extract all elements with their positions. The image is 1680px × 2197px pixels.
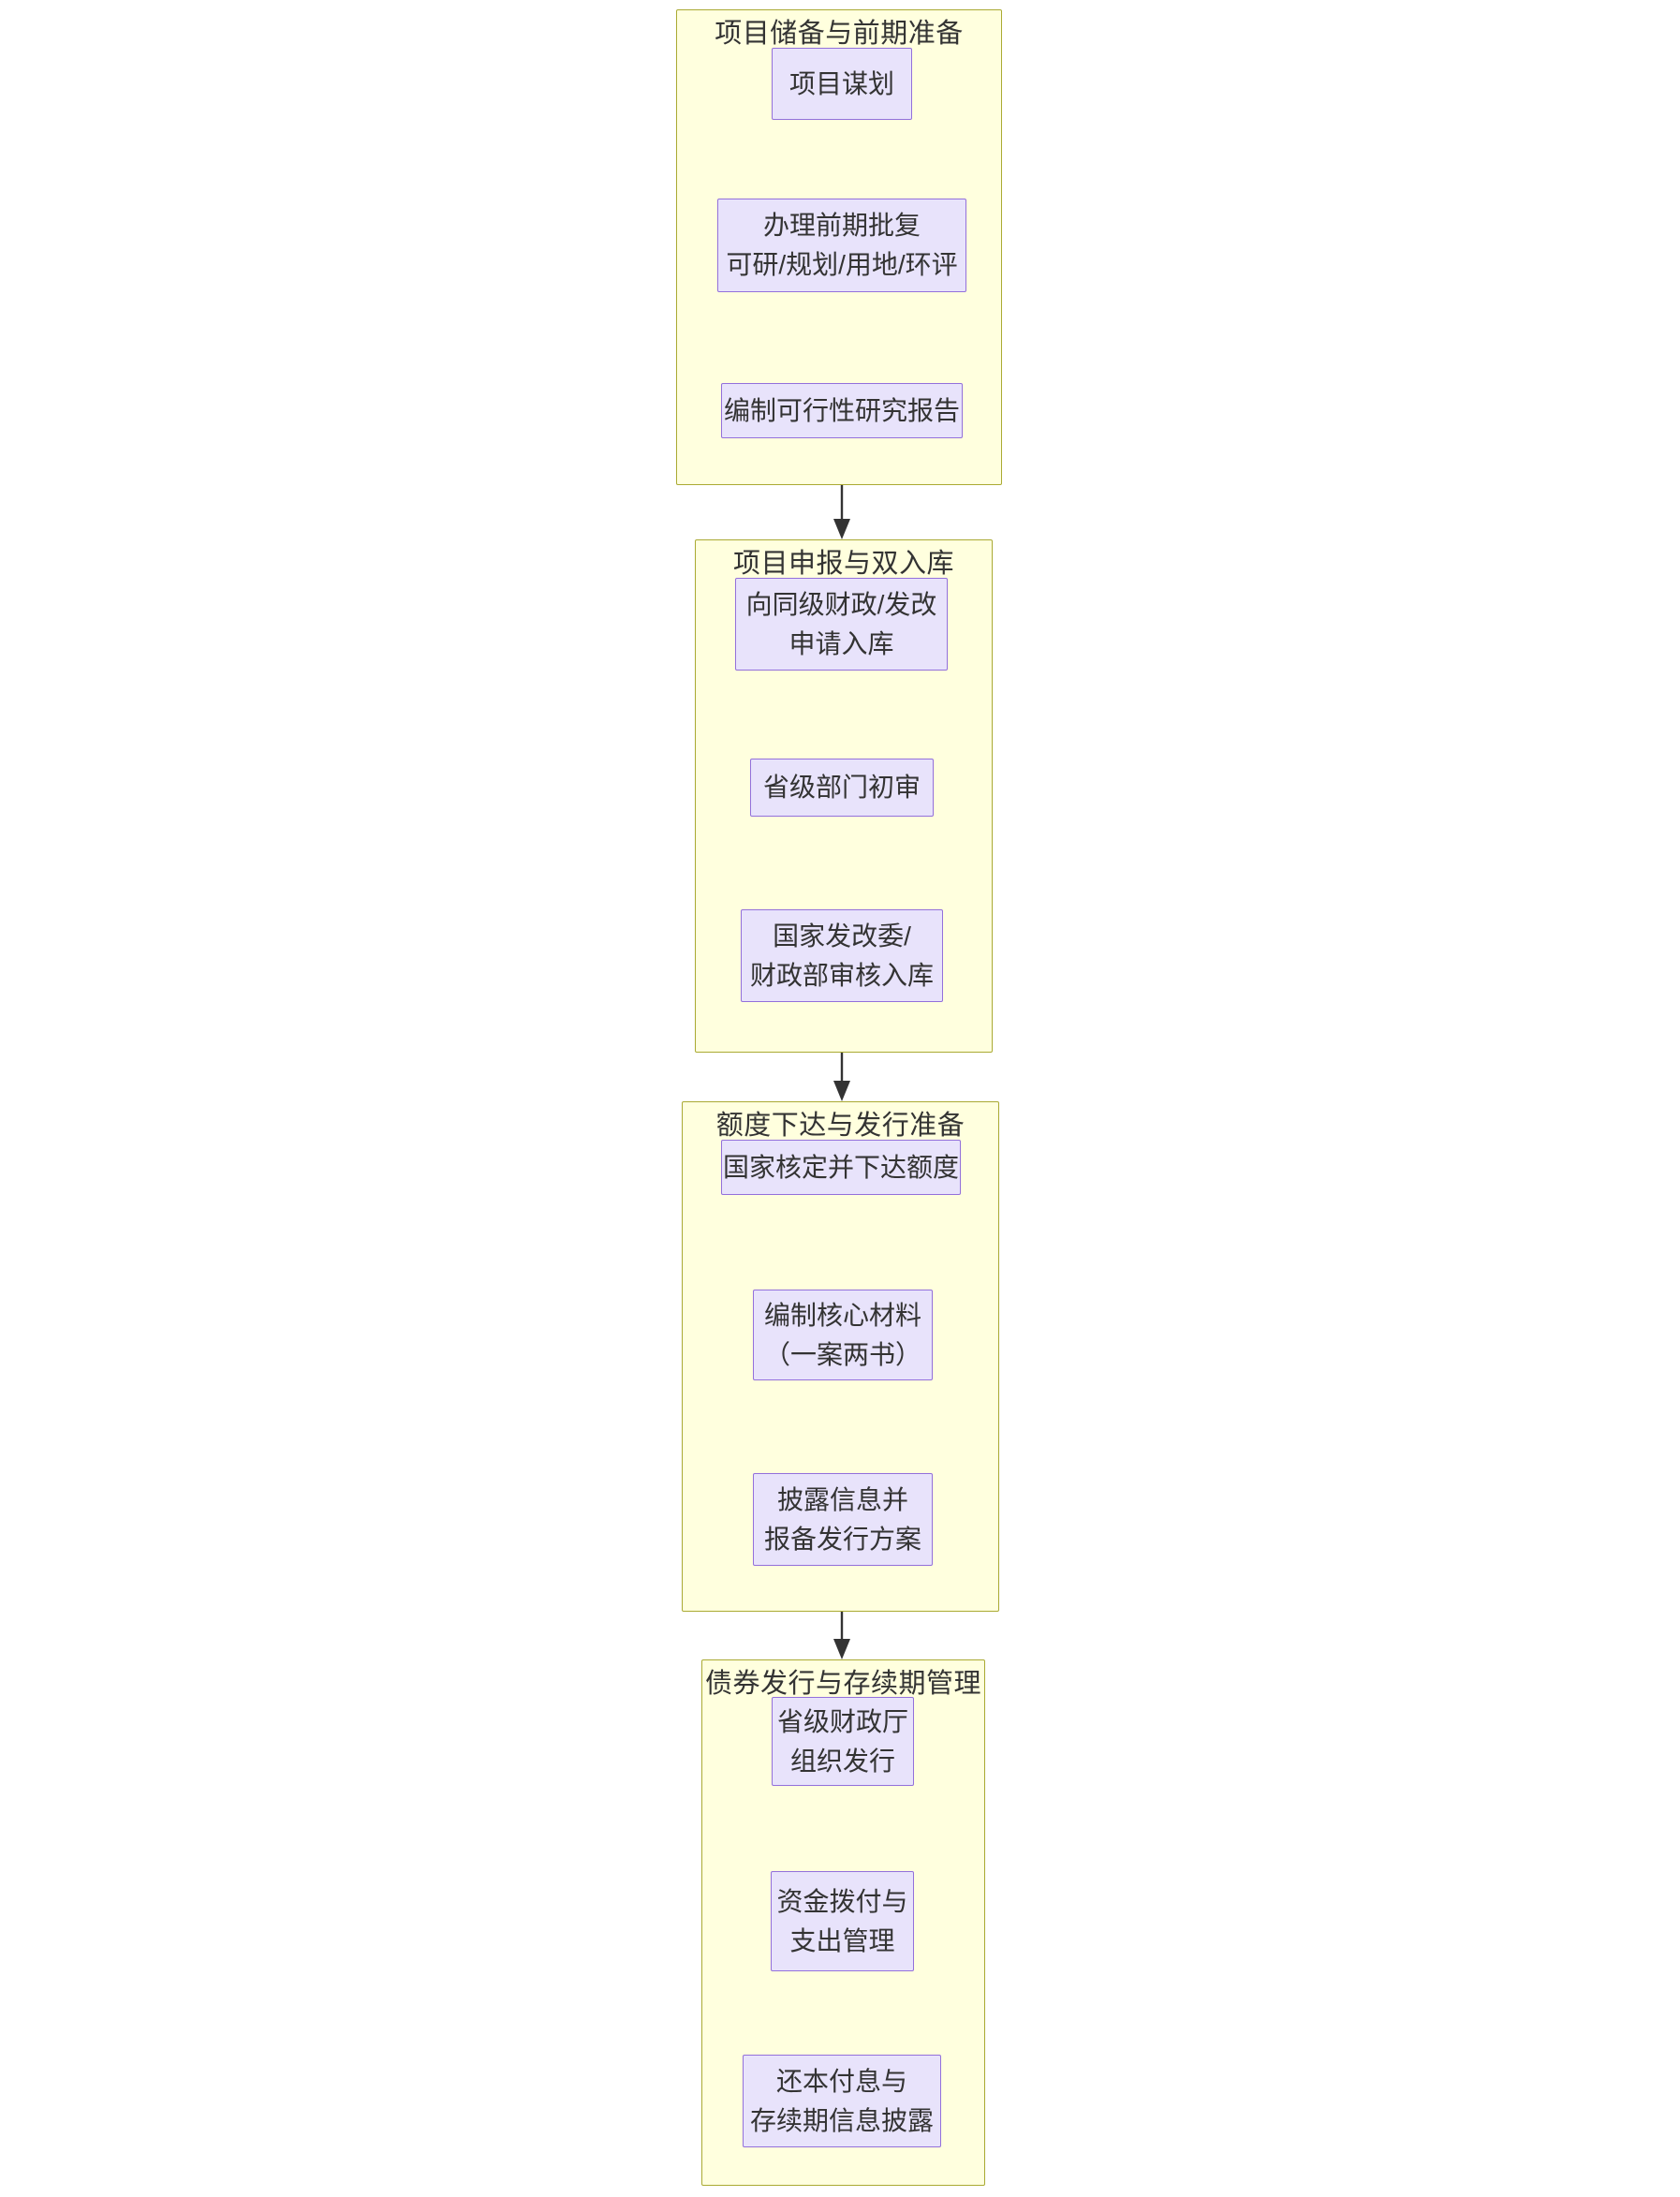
node-label-line: 申请入库: [788, 628, 894, 658]
cluster-title: 额度下达与发行准备: [715, 1111, 965, 1141]
node-label-line: 编制可行性研究报告: [723, 395, 960, 425]
node-provincial-first-review[interactable]: 省级部门初审: [750, 759, 934, 817]
node-label-line: 省级部门初审: [762, 773, 921, 802]
node-feasibility-report[interactable]: 编制可行性研究报告: [721, 383, 963, 438]
node-label-line: 项目谋划: [788, 68, 894, 98]
node-label-line: 支出管理: [789, 1925, 895, 1955]
node-preliminary-approval[interactable]: 办理前期批复 可研/规划/用地/环评: [717, 199, 966, 292]
node-apply-to-finance-ndrc[interactable]: 向同级财政/发改 申请入库: [735, 578, 948, 671]
node-national-review-entry[interactable]: 国家发改委/ 财政部审核入库: [741, 909, 943, 1002]
node-disclose-and-file-plan[interactable]: 披露信息并 报备发行方案: [753, 1473, 933, 1566]
node-national-quota-allocation[interactable]: 国家核定并下达额度: [721, 1140, 961, 1195]
node-label-line: 存续期信息披露: [749, 2105, 934, 2135]
node-label-line: 编制核心材料: [763, 1300, 921, 1330]
node-label-line: 披露信息并: [776, 1484, 908, 1514]
cluster-title: 项目申报与双入库: [732, 549, 954, 579]
node-core-materials[interactable]: 编制核心材料 （一案两书）: [753, 1290, 933, 1380]
node-label-line: 向同级财政/发改: [745, 589, 937, 619]
node-label-line: 组织发行: [789, 1746, 895, 1776]
node-funds-disbursement[interactable]: 资金拨付与 支出管理: [771, 1871, 914, 1971]
node-label-line: 省级财政厅: [776, 1706, 908, 1736]
node-label-line: （一案两书）: [763, 1339, 921, 1369]
node-label-line: 财政部审核入库: [749, 960, 934, 990]
node-label-line: 还本付息与: [775, 2066, 907, 2096]
node-label-line: 国家发改委/: [773, 921, 911, 951]
node-label-line: 报备发行方案: [763, 1524, 921, 1554]
node-label-line: 资金拨付与: [776, 1886, 908, 1916]
node-label-line: 可研/规划/用地/环评: [726, 250, 958, 279]
node-project-planning[interactable]: 项目谋划: [772, 48, 912, 120]
cluster-title: 项目储备与前期准备: [715, 19, 964, 49]
cluster-title: 债券发行与存续期管理: [704, 1669, 981, 1699]
node-provincial-dept-issues[interactable]: 省级财政厅 组织发行: [772, 1697, 914, 1786]
node-label-line: 办理前期批复: [762, 211, 921, 240]
node-label-line: 国家核定并下达额度: [722, 1152, 959, 1182]
node-repayment-and-disclosure[interactable]: 还本付息与 存续期信息披露: [743, 2055, 941, 2147]
